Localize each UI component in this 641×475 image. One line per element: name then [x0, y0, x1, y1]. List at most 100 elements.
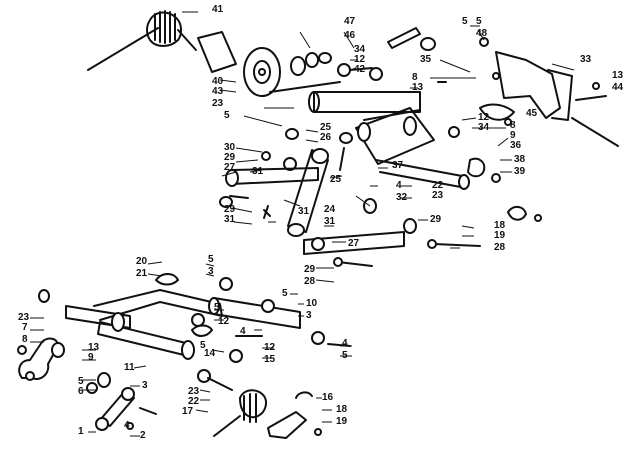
upper-callout-15: 40	[212, 76, 224, 87]
lower-callout-29: 18	[336, 404, 348, 415]
upper-callout-32: 38	[514, 154, 526, 165]
lower-callout-2: 5	[208, 254, 214, 265]
lower-callout-27: 16	[322, 392, 334, 403]
upper-callout-27: 30	[224, 142, 236, 153]
lower-callout-3: 3	[208, 266, 214, 277]
upper-callout-36: 22	[432, 180, 444, 191]
upper-callout-49: 29	[304, 264, 316, 275]
upper-callout-9: 35	[420, 54, 432, 65]
upper-callout-17: 23	[212, 98, 224, 109]
upper-shafts-right	[375, 157, 501, 190]
lower-callout-17: 12	[264, 342, 276, 353]
upper-callout-30: 31	[252, 166, 264, 177]
lower-front-arm	[38, 289, 223, 360]
upper-callout-37: 23	[432, 190, 444, 201]
upper-callout-22: 34	[478, 122, 490, 133]
lower-callout-22: 5	[78, 376, 84, 387]
upper-callout-48: 27	[348, 238, 360, 249]
upper-callout-12: 13	[412, 82, 424, 93]
rear-bracket	[479, 51, 619, 147]
lower-callout-15: 5	[200, 340, 206, 351]
lower-callout-10: 7	[22, 322, 28, 333]
upper-callout-21: 12	[478, 112, 490, 123]
upper-callout-4: 34	[354, 44, 366, 55]
lower-callout-19: 4	[342, 338, 348, 349]
upper-a-arm	[355, 107, 435, 165]
lower-rear-shaft	[155, 273, 351, 363]
leader-lines	[30, 11, 575, 437]
upper-callout-50: 28	[304, 276, 316, 287]
lower-callout-5: 10	[306, 298, 318, 309]
upper-callout-18: 5	[224, 110, 230, 121]
lower-callout-8: 12	[218, 316, 230, 327]
upper-callout-23: 45	[526, 108, 538, 119]
upper-callout-28: 29	[224, 152, 236, 163]
upper-callout-45: 18	[494, 220, 506, 231]
upper-callout-46: 19	[494, 230, 506, 241]
upper-callout-39: 29	[224, 204, 236, 215]
upper-callout-0: 41	[212, 4, 224, 15]
lower-callout-18: 15	[264, 354, 276, 365]
upper-callout-25: 9	[510, 130, 516, 141]
lower-callout-13: 9	[88, 352, 94, 363]
lower-callout-26: 22	[188, 396, 200, 407]
lower-callout-23: 6	[78, 386, 84, 397]
upper-callout-7: 5	[476, 16, 482, 27]
wheel-and-sleeve	[197, 31, 319, 97]
upper-callout-40: 31	[224, 214, 236, 225]
upper-callout-16: 43	[212, 86, 224, 97]
upper-callout-26: 36	[510, 140, 522, 151]
upper-callout-19: 25	[320, 122, 332, 133]
lower-callout-9: 23	[18, 312, 30, 323]
lower-callout-14: 4	[240, 326, 246, 337]
upper-callout-47: 28	[494, 242, 506, 253]
upper-callout-3: 46	[344, 30, 356, 41]
upper-left-links	[219, 128, 353, 219]
lower-callout-7: 5	[214, 302, 220, 313]
lower-callout-32: 4	[124, 420, 130, 431]
lower-spring	[197, 369, 322, 439]
upper-cross-shaft	[269, 81, 421, 113]
upper-callout-38: 32	[396, 192, 408, 203]
upper-callout-35: 4	[396, 180, 402, 191]
lower-callout-30: 19	[336, 416, 348, 427]
upper-callout-20: 26	[320, 132, 332, 143]
lower-callout-16: 14	[204, 348, 216, 359]
lower-callout-24: 3	[142, 380, 148, 391]
lower-callout-31: 1	[78, 426, 84, 437]
upper-callout-2: 47	[344, 16, 356, 27]
torsion-spring-upper	[87, 10, 197, 71]
upper-callout-11: 8	[412, 72, 418, 83]
upper-callout-33: 39	[514, 166, 526, 177]
upper-callout-29: 27	[224, 162, 236, 173]
upper-callout-34: 25	[330, 174, 342, 185]
lower-callout-21: 11	[124, 362, 135, 373]
lower-callout-11: 8	[22, 334, 28, 345]
upper-callout-8: 48	[476, 28, 488, 39]
upper-callout-42: 31	[298, 206, 310, 217]
upper-callout-10: 33	[580, 54, 592, 65]
lower-callout-28: 17	[182, 406, 194, 417]
lower-stub-arm	[95, 387, 157, 431]
upper-lower-hardware	[303, 198, 542, 267]
lower-callout-0: 20	[136, 256, 148, 267]
lower-callout-20: 5	[342, 350, 348, 361]
lower-callout-1: 21	[136, 268, 148, 279]
upper-callout-44: 29	[430, 214, 442, 225]
upper-callout-6: 42	[354, 64, 366, 75]
upper-callout-5: 12	[354, 54, 366, 65]
shock-absorber	[287, 147, 345, 237]
lower-callout-6: 3	[306, 310, 312, 321]
lower-callout-4: 5	[282, 288, 288, 299]
upper-bushings	[318, 27, 512, 138]
upper-callout-13: 13	[612, 70, 624, 81]
upper-callout-14: 44	[612, 82, 624, 93]
lower-callout-25: 23	[188, 386, 200, 397]
upper-callout-41: 24	[324, 204, 336, 215]
upper-callout-1: 5	[462, 16, 468, 27]
upper-callout-31: 37	[392, 160, 404, 171]
